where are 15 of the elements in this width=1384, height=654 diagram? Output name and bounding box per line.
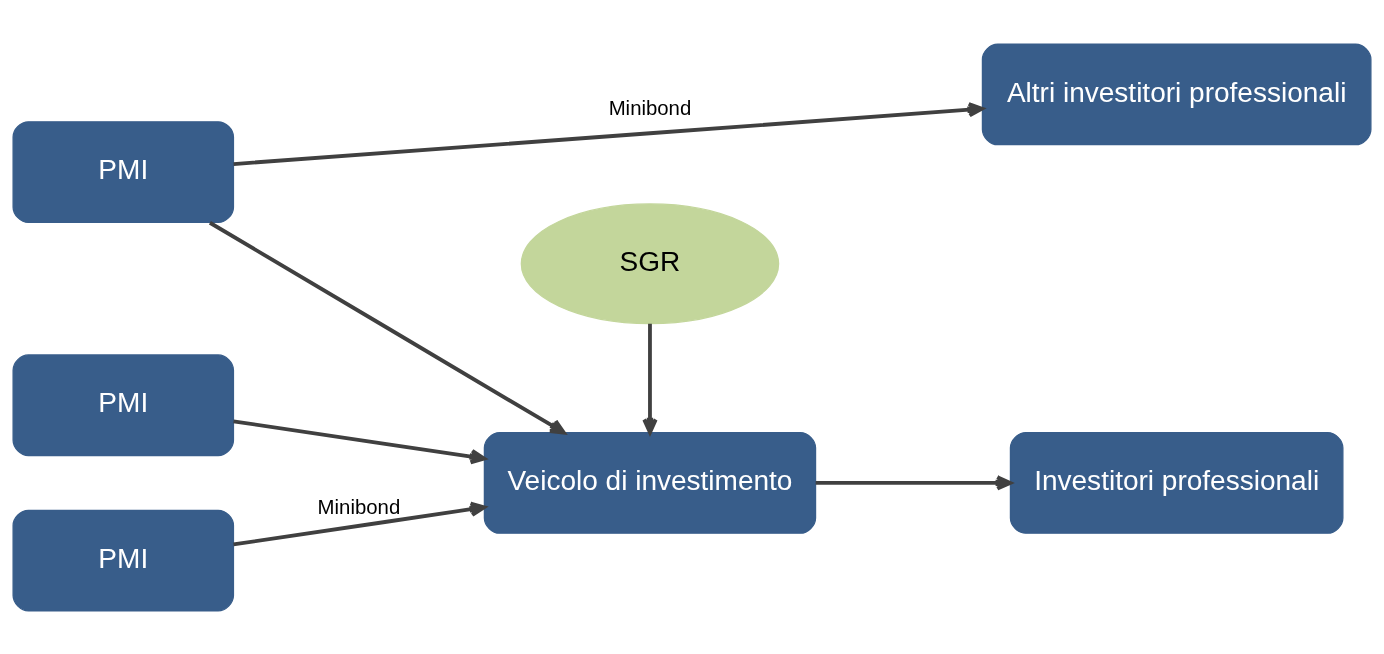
arrow: [233, 501, 487, 546]
arrow: [642, 323, 658, 434]
edge-label: Minibond: [608, 96, 692, 119]
node-ellipse: SGR: [520, 202, 780, 324]
arrow: [233, 418, 487, 464]
node-box: PMI: [12, 353, 235, 456]
arrow: [233, 101, 984, 166]
node-box: PMI: [12, 509, 235, 612]
arrow: [815, 474, 1013, 491]
node-box: PMI: [12, 120, 235, 223]
node-box: Veicolo di investimento: [483, 431, 817, 534]
arrow: [208, 220, 566, 434]
node-box: Altri investitori professionali: [981, 42, 1372, 145]
edge-label: Minibond: [317, 495, 401, 518]
node-box: Investitori professionali: [1009, 431, 1344, 534]
